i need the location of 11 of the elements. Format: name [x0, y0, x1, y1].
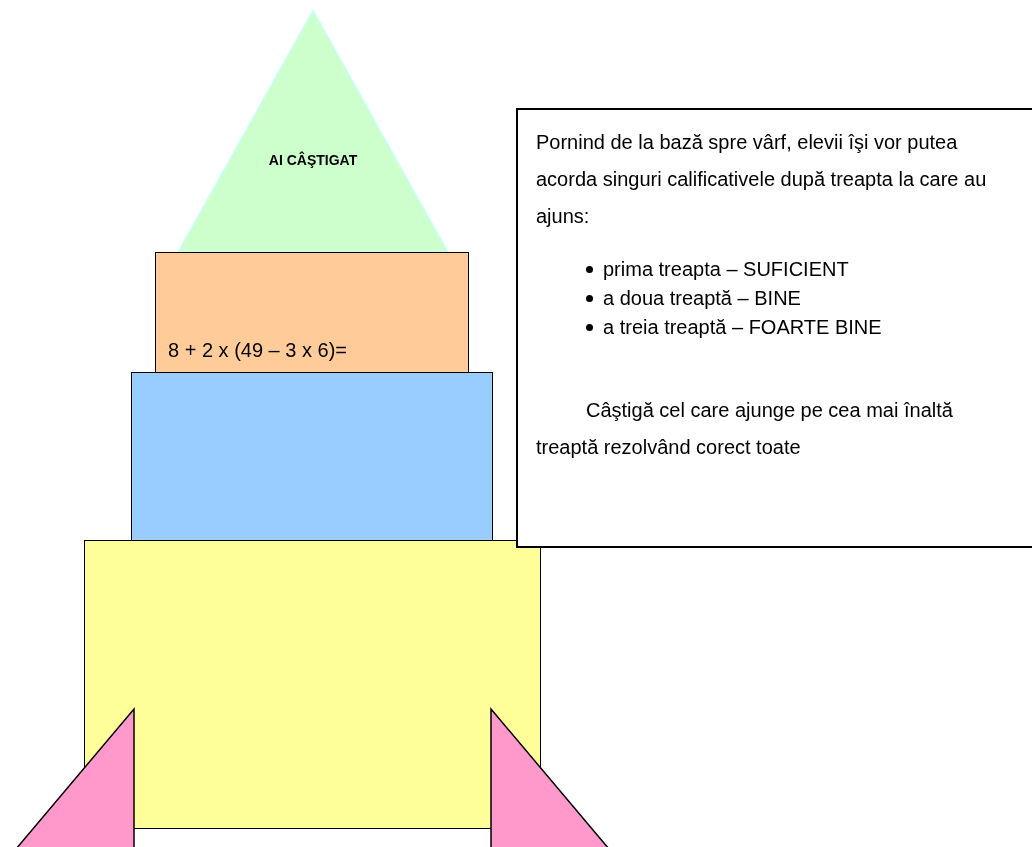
list-item: a doua treaptă – BINE — [603, 286, 801, 311]
instruction-text: Pornind de la bază spre vârf, elevii îşi vor putea acorda singuri calificativele după treapta la care au ajuns: — [536, 130, 988, 229]
triangle-label: AI CÂŞTIGAT — [268, 152, 358, 168]
list-item: prima treapta – SUFICIENT — [603, 257, 849, 282]
step-box — [84, 540, 541, 829]
step-box — [155, 252, 469, 373]
text-box — [516, 108, 1032, 548]
math-expression: 8 + 2 x (49 – 3 x 6)= — [168, 339, 347, 362]
list-item: a treia treaptă – FOARTE BINE — [603, 315, 882, 340]
instruction-text: Câştigă cel care ajunge pe cea mai înaltă treaptă rezolvând corect toate — [536, 398, 954, 460]
step-box — [131, 372, 493, 541]
